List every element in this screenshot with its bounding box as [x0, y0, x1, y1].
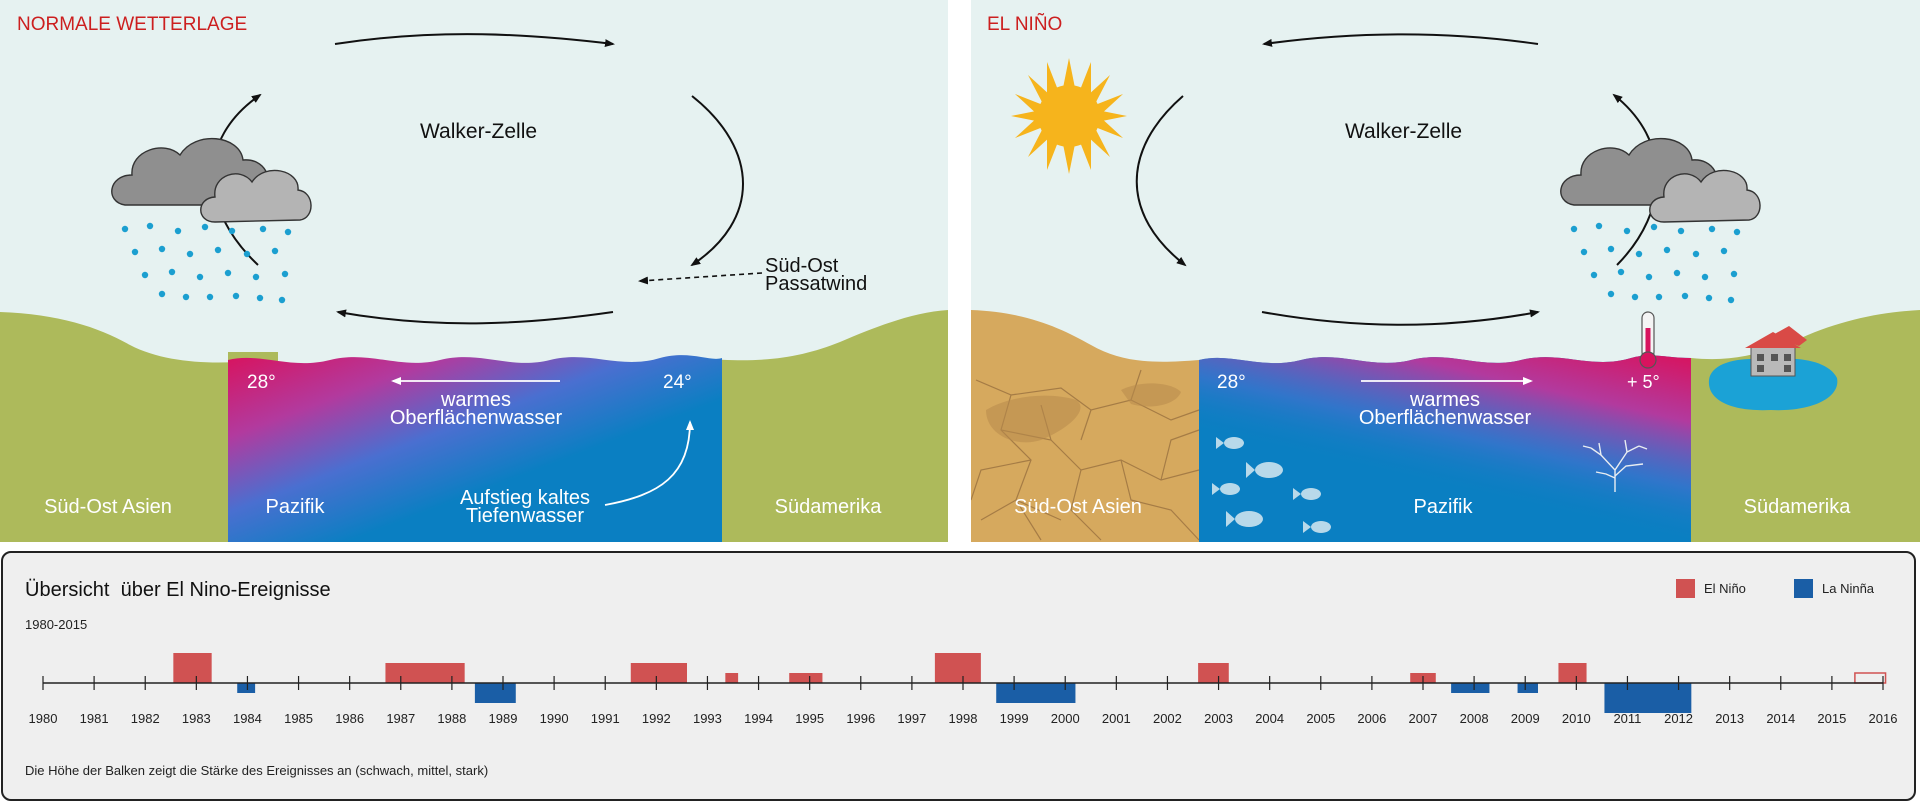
house-icon [1745, 326, 1807, 377]
la-nina-bar-3 [474, 683, 516, 703]
timeline-range: 1980-2015 [25, 617, 88, 632]
year-label: 1984 [233, 711, 262, 726]
el-nino-bar-15 [1854, 672, 1887, 684]
flood-water [1708, 358, 1838, 411]
surface-water-label: warmes [440, 389, 511, 411]
year-label: 1993 [693, 711, 722, 726]
temp-west: 28° [247, 372, 276, 393]
surface-water-label: Oberflächenwasser [390, 407, 563, 429]
year-label: 2016 [1869, 711, 1898, 726]
legend-la-nina: La Ninña [1794, 579, 1874, 598]
timeline-panel: Übersicht über El Nino-Ereignisse 1980-2… [1, 551, 1916, 801]
year-label: 1995 [795, 711, 824, 726]
el-nino-bar-7 [934, 653, 981, 683]
year-label: 2012 [1664, 711, 1693, 726]
year-label: 2008 [1460, 711, 1489, 726]
year-label: 1996 [846, 711, 875, 726]
year-label: 1991 [591, 711, 620, 726]
land-east-label: Südamerika [1744, 496, 1852, 518]
year-label: 1986 [335, 711, 364, 726]
land-west-label: Süd-Ost Asien [44, 496, 172, 518]
la-nina-bar-12 [1517, 683, 1538, 693]
el-nino-bar-0 [173, 653, 212, 683]
land-east-label: Südamerika [775, 496, 883, 518]
year-label: 2005 [1306, 711, 1335, 726]
year-label: 1985 [284, 711, 313, 726]
year-label: 2014 [1766, 711, 1795, 726]
legend-label-la-nina: La Ninña [1822, 581, 1875, 596]
legend-el-nino: El Niño [1676, 579, 1746, 598]
year-label: 1987 [386, 711, 415, 726]
el-nino-bar-2 [385, 663, 465, 683]
normal-conditions-panel: NORMALE WETTERLAGE Walker-Zelle Süd-Ost … [0, 0, 948, 542]
surface-water-label: warmes [1409, 389, 1480, 411]
year-label: 2006 [1357, 711, 1386, 726]
year-label: 1990 [540, 711, 569, 726]
year-label: 1994 [744, 711, 773, 726]
panel-title: EL NIÑO [987, 13, 1062, 35]
upwelling-label: Aufstieg kaltes [460, 487, 590, 509]
ocean-label: Pazifik [266, 496, 326, 518]
la-nina-bar-14 [1604, 683, 1692, 713]
year-label: 1989 [489, 711, 518, 726]
year-label: 2000 [1051, 711, 1080, 726]
thermometer-icon [1639, 311, 1657, 369]
el-nino-bar-13 [1558, 663, 1587, 683]
legend-swatch-la-nina [1794, 579, 1813, 598]
year-label: 1981 [80, 711, 109, 726]
pacific-ocean [228, 355, 722, 542]
year-label: 2007 [1409, 711, 1438, 726]
timeline-note: Die Höhe der Balken zeigt die Stärke des… [25, 763, 489, 778]
la-nina-bar-8 [996, 683, 1076, 703]
el-nino-bar-5 [725, 673, 739, 683]
timeline-title: Übersicht über El Nino-Ereignisse [25, 579, 331, 601]
desert-land-west [971, 310, 1199, 542]
legend-swatch-el-nino [1676, 579, 1695, 598]
panel-title: NORMALE WETTERLAGE [17, 14, 247, 35]
la-nina-bar-1 [237, 683, 256, 693]
year-label: 1992 [642, 711, 671, 726]
year-label: 2015 [1817, 711, 1846, 726]
year-label: 2004 [1255, 711, 1284, 726]
el-nino-bar-6 [789, 673, 823, 683]
sun-icon [1011, 58, 1127, 174]
walker-cell-label: Walker-Zelle [420, 120, 537, 143]
surface-water-label: Oberflächenwasser [1359, 407, 1532, 429]
el-nino-bar-4 [630, 663, 687, 683]
temp-east: + 5° [1627, 372, 1660, 392]
trade-wind-label: Süd-Ost [765, 255, 839, 277]
fish-icon [1212, 437, 1331, 533]
land-west [0, 312, 275, 542]
event-timeline-chart: 1980 1981 1982 1983 1984 1985 1986 1987 1988 1989… [29, 653, 1898, 726]
year-label: 2011 [1613, 711, 1641, 726]
year-label: 2001 [1102, 711, 1131, 726]
legend-label-el-nino: El Niño [1704, 581, 1746, 596]
la-nina-bar-11 [1451, 683, 1490, 693]
dead-coral-icon [1582, 439, 1648, 492]
year-label: 2013 [1715, 711, 1744, 726]
rain-cloud-icon [111, 138, 312, 304]
year-label: 1988 [437, 711, 466, 726]
temp-east: 24° [663, 372, 692, 393]
year-label: 1997 [897, 711, 926, 726]
land-east [700, 310, 948, 542]
year-label: 2003 [1204, 711, 1233, 726]
ocean-label: Pazifik [1414, 496, 1474, 518]
upwelling-label: Tiefenwasser [466, 505, 585, 527]
trade-wind-label: Passatwind [765, 273, 867, 295]
year-label: 1998 [949, 711, 978, 726]
year-label: 1982 [131, 711, 160, 726]
land-west-label: Süd-Ost Asien [1014, 496, 1142, 518]
year-label: 2010 [1562, 711, 1591, 726]
temp-west: 28° [1217, 372, 1246, 393]
el-nino-bar-9 [1198, 663, 1229, 683]
year-label: 2002 [1153, 711, 1182, 726]
el-nino-panel: EL NIÑO Walker-Zelle 28° + 5° warmes Obe… [971, 0, 1920, 542]
walker-cell-label: Walker-Zelle [1345, 120, 1462, 143]
year-label: 1983 [182, 711, 211, 726]
year-label: 1980 [29, 711, 58, 726]
year-label: 2009 [1511, 711, 1540, 726]
year-label: 1999 [1000, 711, 1029, 726]
rain-cloud-icon [1560, 138, 1761, 304]
